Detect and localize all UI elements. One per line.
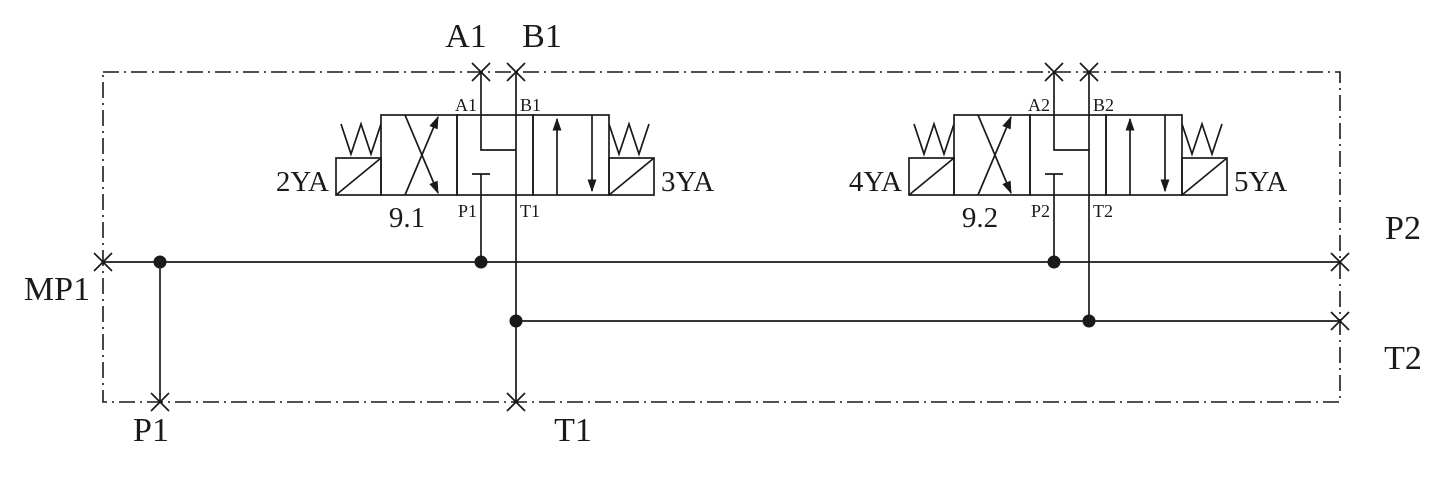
right-spring-icon <box>1181 121 1223 157</box>
left-solenoid-label: 4YA <box>849 166 902 198</box>
right-position-parallel-arrows <box>1125 115 1170 195</box>
junction-dots <box>153 255 1096 328</box>
port-cross-mark-p1 <box>150 392 170 412</box>
valve-port-b-label: B1 <box>520 95 541 115</box>
external-port-labels: A1 B1 MP1 P1 T1 P2 T2 <box>24 18 1422 449</box>
valve-designation-label: 9.1 <box>389 202 425 234</box>
valve-port-b-label: B2 <box>1093 95 1114 115</box>
left-position-crossed-arrows <box>404 114 439 196</box>
port-cross-mark-p2 <box>1330 252 1350 272</box>
center-position-box <box>1029 114 1107 196</box>
port-cross-mark-b1 <box>506 62 526 82</box>
port-cross-mark-t1 <box>506 392 526 412</box>
right-position-box <box>532 114 610 196</box>
junction-dot <box>153 255 167 269</box>
external-port-label-a1: A1 <box>445 18 487 55</box>
external-port-label-b1: B1 <box>522 18 562 55</box>
left-solenoid-icon <box>908 157 955 196</box>
port-cross-marks <box>93 62 1350 412</box>
junction-dot <box>1082 314 1096 328</box>
left-position-box <box>953 114 1031 196</box>
external-port-label-p2: P2 <box>1385 210 1421 247</box>
left-solenoid-label: 2YA <box>276 166 329 198</box>
right-solenoid-icon <box>608 157 655 196</box>
right-position-parallel-arrows <box>552 115 597 195</box>
enclosure-boundary <box>102 71 1341 403</box>
right-position-box <box>1105 114 1183 196</box>
junction-dot <box>474 255 488 269</box>
left-position-crossed-arrows <box>977 114 1012 196</box>
valve-port-a-label: A1 <box>455 95 477 115</box>
right-spring-icon <box>608 121 650 157</box>
center-position-paths <box>1045 115 1090 195</box>
valve-body <box>380 114 610 196</box>
port-cross-mark-t2 <box>1330 311 1350 331</box>
valve-port-p-label: P1 <box>458 201 477 221</box>
left-solenoid-icon <box>335 157 382 196</box>
external-port-label-t1: T1 <box>554 412 592 449</box>
valve-port-a-label: A2 <box>1028 95 1050 115</box>
junction-dot <box>509 314 523 328</box>
junction-dot <box>1047 255 1061 269</box>
center-position-paths <box>472 115 517 195</box>
valve-port-t-label: T1 <box>520 201 540 221</box>
left-spring-icon <box>340 121 382 157</box>
port-cross-mark-mp1 <box>93 252 113 272</box>
valve-port-p-label: P2 <box>1031 201 1050 221</box>
port-cross-mark-a1 <box>471 62 491 82</box>
valve-designation-label: 9.2 <box>962 202 998 234</box>
external-port-label-t2: T2 <box>1384 340 1422 377</box>
valve-body <box>953 114 1183 196</box>
external-port-label-mp1: MP1 <box>24 271 90 308</box>
valve-9-1: A1 B1 P1 T1 9.1 2YA 3YA <box>276 95 714 234</box>
left-position-box <box>380 114 458 196</box>
external-port-label-p1: P1 <box>133 412 169 449</box>
left-spring-icon <box>913 121 955 157</box>
valve-port-t-label: T2 <box>1093 201 1113 221</box>
right-solenoid-label: 5YA <box>1234 166 1287 198</box>
piping <box>103 72 1340 402</box>
right-solenoid-icon <box>1181 157 1228 196</box>
valve-9-2: A2 B2 P2 T2 9.2 4YA 5YA <box>849 95 1287 234</box>
port-cross-mark-b2 <box>1079 62 1099 82</box>
center-position-box <box>456 114 534 196</box>
right-solenoid-label: 3YA <box>661 166 714 198</box>
port-cross-mark-a2 <box>1044 62 1064 82</box>
